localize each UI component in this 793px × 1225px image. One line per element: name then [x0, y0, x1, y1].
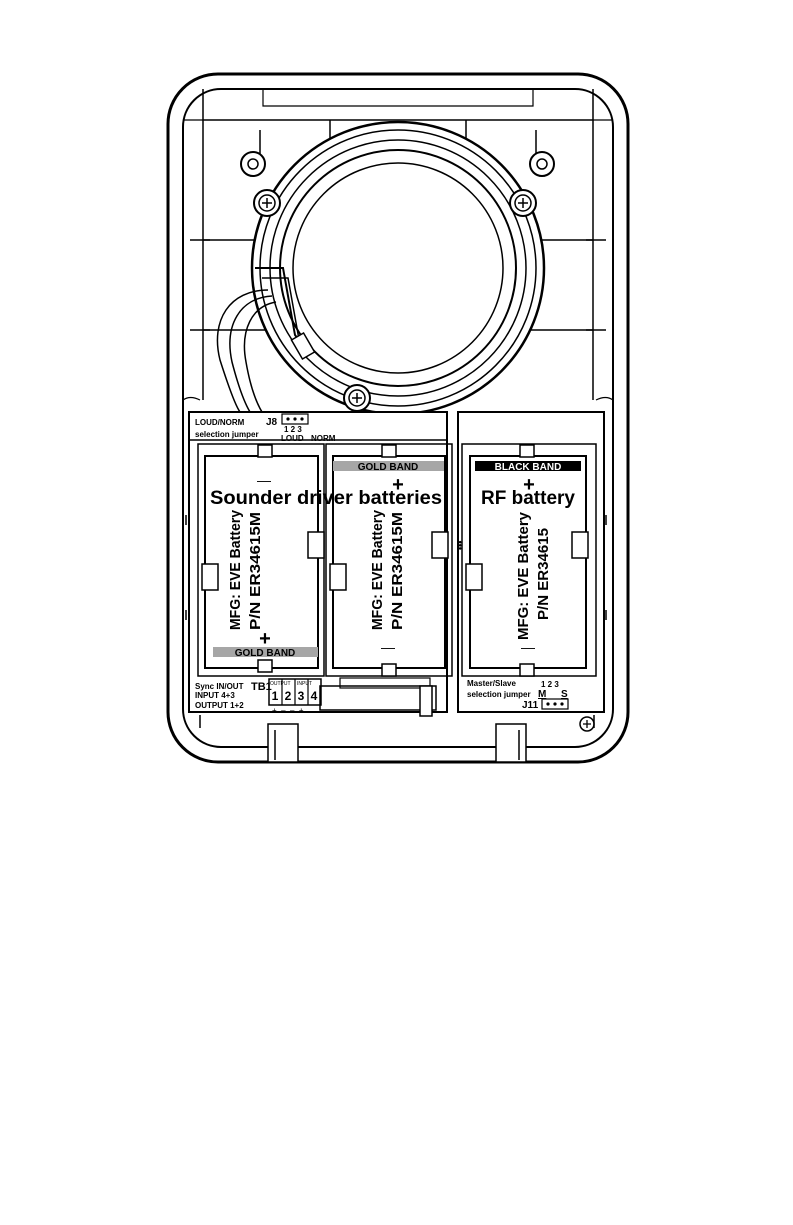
selection-jumper-2-label: selection jumper [467, 690, 531, 699]
j8-loud: LOUD [281, 434, 304, 443]
black-band-bar [475, 461, 581, 471]
terminal-polarity: + – – + [272, 706, 304, 715]
tb1-label: TB1 [251, 681, 272, 693]
gold-band-bar [333, 461, 444, 471]
battery-label-1: MFG: EVE Battery P/N ER34615M [227, 509, 264, 630]
svg-text:P/N ER34615M: P/N ER34615M [247, 512, 264, 630]
j8-norm: NORM [311, 434, 336, 443]
minus-sign: — [257, 472, 271, 488]
screw-icon [253, 189, 281, 217]
housing-inner [182, 88, 614, 748]
battery-bay-1 [197, 443, 325, 677]
tb1-terminal-block: Sync IN/OUT TB1 INPUT 4+3 OUTPUT 1+2 OUT… [195, 678, 322, 715]
gold-band-label: GOLD BAND [235, 648, 296, 659]
black-band-label: BLACK BAND [495, 462, 562, 473]
output-small-label: OUTPUT [270, 681, 291, 687]
connector-dots: ••• [455, 541, 465, 550]
j8-label: J8 [266, 417, 278, 428]
screws [253, 189, 595, 732]
screw-icon [509, 189, 537, 217]
plus-sign: + [523, 474, 535, 496]
terminal-2: 2 [285, 689, 292, 703]
svg-text:MFG: EVE Battery: MFG: EVE Battery [515, 511, 532, 640]
j8-pins: 1 2 3 [284, 425, 302, 434]
svg-text:P/N ER34615M: P/N ER34615M [389, 512, 406, 630]
speaker [250, 120, 546, 416]
housing-rib-top [202, 89, 594, 121]
j11-label: J11 [522, 700, 539, 711]
screw-icon [579, 716, 595, 732]
battery-label-3: MFG: EVE Battery P/N ER34615 [515, 511, 552, 640]
loud-norm-label: LOUD/NORM [195, 418, 245, 427]
terminal-1: 1 [272, 689, 279, 703]
j8-jumper: J8 1 2 3 LOUD NORM LOUD/NORM selection j… [195, 413, 336, 443]
svg-text:MFG: EVE Battery: MFG: EVE Battery [369, 509, 386, 630]
input-small-label: INPUT [297, 681, 312, 687]
terminal-3: 3 [298, 689, 305, 703]
j11-s: S [561, 689, 568, 700]
plus-sign: + [259, 628, 271, 650]
svg-text:MFG: EVE Battery: MFG: EVE Battery [227, 509, 244, 630]
input-43-label: INPUT 4+3 [195, 691, 235, 700]
j11-pins: 1 2 3 [541, 680, 559, 689]
j11-jumper: Master/Slave selection jumper 1 2 3 M S … [467, 679, 569, 711]
plus-sign: + [392, 474, 404, 496]
battery-bays [197, 443, 597, 677]
sync-in-out-label: Sync IN/OUT [195, 682, 244, 691]
sounder-driver-batteries-title: Sounder driver batteries [210, 488, 442, 509]
terminal-4: 4 [311, 689, 318, 703]
selection-jumper-label: selection jumper [195, 430, 259, 439]
master-slave-label: Master/Slave [467, 679, 516, 688]
housing-outer [166, 72, 630, 764]
output-12-label: OUTPUT 1+2 [195, 701, 244, 710]
svg-text:P/N ER34615: P/N ER34615 [535, 528, 552, 620]
speaker-wires [216, 267, 316, 413]
battery-label-2: MFG: EVE Battery P/N ER34615M [369, 509, 406, 630]
rf-battery-title: RF battery [481, 488, 575, 509]
gold-band-label: GOLD BAND [358, 462, 419, 473]
j11-m: M [538, 689, 546, 700]
minus-sign: — [381, 639, 395, 655]
gold-band-bar [213, 647, 318, 657]
mounting-posts [240, 151, 555, 177]
housing-feet [199, 715, 595, 763]
minus-sign: — [521, 639, 535, 655]
screw-icon [343, 384, 371, 412]
